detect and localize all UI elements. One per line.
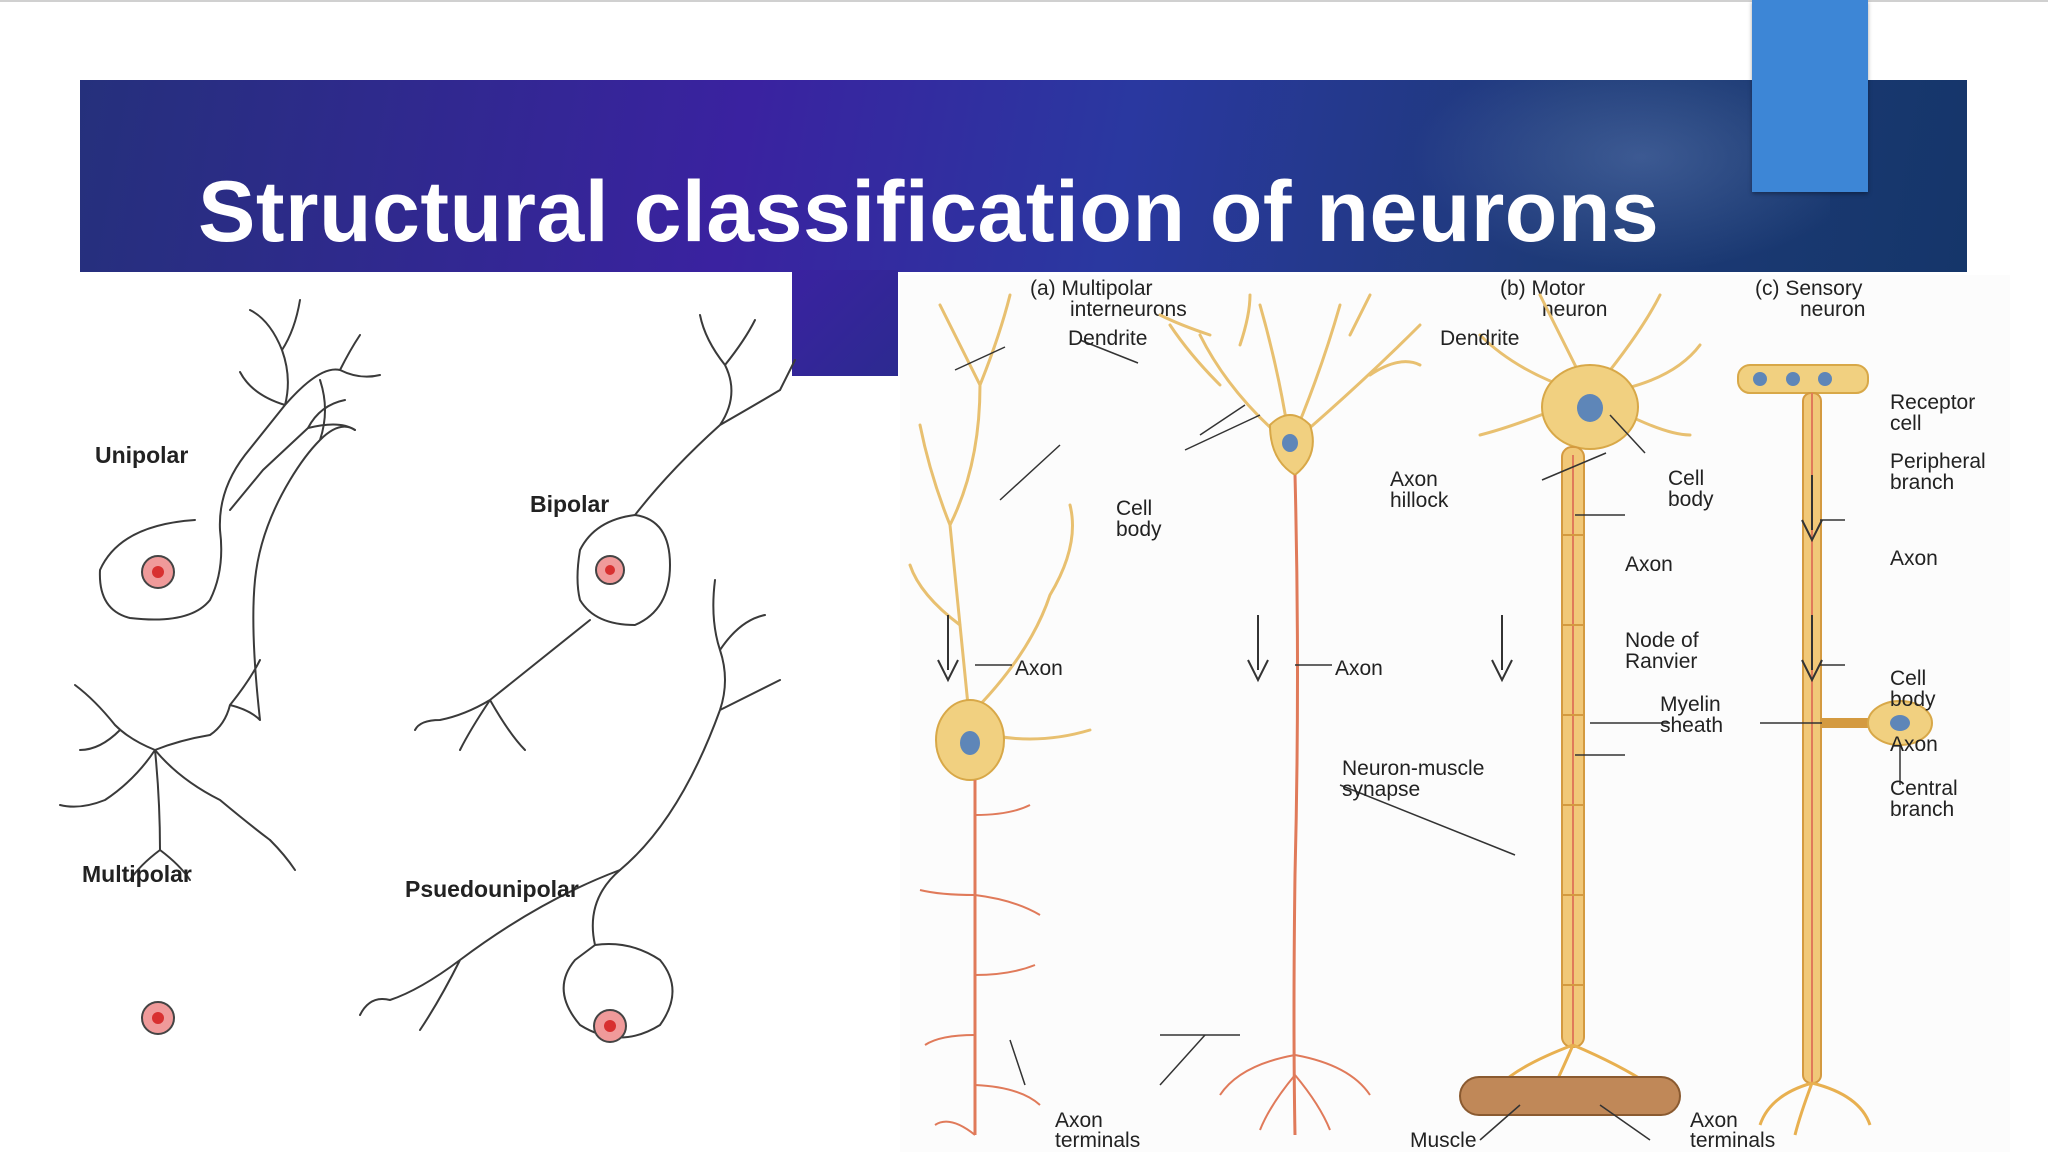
header-c-line1: (c) Sensory: [1755, 277, 1863, 300]
label-receptor-2: cell: [1890, 412, 1922, 435]
slide-title: Structural classification of neurons: [198, 164, 1660, 260]
label-cell-body-b-2: body: [1668, 488, 1714, 511]
label-node-2: Ranvier: [1625, 650, 1697, 673]
header-a-line2: interneurons: [1070, 298, 1187, 321]
label-cell-body-a-1: Cell: [1116, 497, 1152, 520]
banner-tab: [792, 270, 898, 376]
direction-arrows: [937, 475, 1823, 683]
header-c-line2: neuron: [1800, 298, 1865, 321]
label-central-1: Central: [1890, 777, 1958, 800]
label-muscle: Muscle: [1410, 1129, 1477, 1152]
label-cell-body-a-2: body: [1116, 518, 1162, 541]
header-b-line2: neuron: [1542, 298, 1607, 321]
multipolar-neuron: [59, 379, 356, 881]
label-central-2: branch: [1890, 798, 1954, 821]
label-myelin-2: sheath: [1660, 714, 1723, 737]
label-nms-1: Neuron-muscle: [1342, 757, 1484, 780]
label-cell-body-c-1: Cell: [1890, 667, 1926, 690]
leader-lines: [954, 339, 1901, 1141]
label-axon-a1: Axon: [1015, 657, 1063, 680]
label-node-1: Node of: [1625, 629, 1699, 652]
label-axon-terminals-b-1: Axon: [1690, 1109, 1738, 1132]
label-axon-b: Axon: [1625, 553, 1673, 576]
header-a-line1: (a) Multipolar: [1030, 277, 1153, 300]
muscle-fiber: [1459, 1076, 1681, 1116]
label-myelin-1: Myelin: [1660, 693, 1721, 716]
label-axon-c1: Axon: [1890, 547, 1938, 570]
label-axon-a2: Axon: [1335, 657, 1383, 680]
neuron-types-diagram: Unipolar Bipolar Multipolar Psuedounipol…: [59, 299, 796, 1043]
neuron-anatomy-diagram: (a) Multipolar interneurons (b) Motor ne…: [900, 275, 2010, 1152]
receptor-cells: [1737, 364, 1869, 394]
pseudounipolar-nucleolus: [604, 1020, 616, 1032]
label-axon-terminals-b-2: terminals: [1690, 1129, 1775, 1152]
motor-neuron: [1459, 293, 1702, 1116]
label-receptor-1: Receptor: [1890, 391, 1975, 414]
label-peripheral-2: branch: [1890, 471, 1954, 494]
accent-block: [1752, 0, 1868, 192]
label-axon-hillock-1: Axon: [1390, 468, 1438, 491]
header-b-line1: (b) Motor: [1500, 277, 1585, 300]
label-nms-2: synapse: [1342, 778, 1420, 801]
label-multipolar: Multipolar: [82, 861, 192, 887]
unipolar-nucleolus: [152, 566, 164, 578]
label-cell-body-b-1: Cell: [1668, 467, 1704, 490]
bipolar-nucleolus: [605, 565, 615, 575]
label-axon-terminals-a-2: terminals: [1055, 1129, 1140, 1152]
sensory-neuron: [1737, 364, 1933, 1136]
label-dendrite-b: Dendrite: [1440, 327, 1519, 350]
label-peripheral-1: Peripheral: [1890, 450, 1986, 473]
label-axon-hillock-2: hillock: [1390, 489, 1449, 512]
multipolar-nucleolus: [152, 1012, 164, 1024]
bipolar-neuron: [414, 314, 796, 751]
interneuron-2: [1158, 293, 1422, 1136]
label-cell-body-c-2: body: [1890, 688, 1936, 711]
label-pseudounipolar: Psuedounipolar: [405, 876, 579, 902]
label-dendrite-a: Dendrite: [1068, 327, 1147, 350]
label-axon-c2: Axon: [1890, 733, 1938, 756]
label-unipolar: Unipolar: [95, 442, 188, 468]
nuclei: [141, 555, 627, 1043]
label-bipolar: Bipolar: [530, 491, 609, 517]
interneuron-1: [908, 293, 1092, 1136]
pseudounipolar-neuron: [359, 579, 781, 1039]
label-axon-terminals-a-1: Axon: [1055, 1109, 1103, 1132]
top-divider: [0, 0, 2048, 2]
